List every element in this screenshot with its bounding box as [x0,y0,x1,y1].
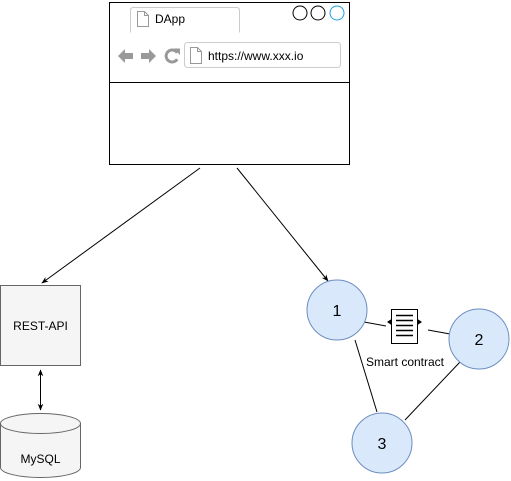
arrow-browser-to-rest-api [41,167,201,284]
arrow-browser-to-node-1 [236,167,329,282]
browser-window: DApp https://www.xxx.io [109,2,350,165]
node-1-label: 1 [333,303,342,320]
node-2-circle [448,308,510,370]
node-3-circle [351,412,413,474]
database-cylinder-top [0,413,81,434]
edge-node-1-node-2 [427,329,451,335]
back-arrow-icon[interactable] [118,49,133,63]
address-bar[interactable] [184,42,341,68]
mysql-label: MySQL [20,452,60,466]
forward-arrow-icon[interactable] [141,49,156,63]
edge-node-2-node-3 [404,361,461,421]
page-icon [190,47,202,64]
smart-contract-label: Smart contract [366,355,445,369]
node-1[interactable]: 1 [306,279,368,341]
page-icon [137,11,149,27]
edge-node-1-node-2 [363,321,387,327]
smart-contract-icon [387,309,422,344]
node-1-circle [306,279,368,341]
edge-node-1-node-3 [354,339,378,413]
reload-icon[interactable] [164,48,180,64]
address-bar-url: https://www.xxx.io [208,49,304,63]
node-3[interactable]: 3 [351,412,413,474]
browser-tab-title: DApp [155,12,185,26]
window-control-circle[interactable] [292,5,308,21]
browser-tab[interactable] [130,7,240,33]
rest-api-label: REST-API [13,319,68,333]
window-control-circle[interactable] [310,5,326,21]
mysql-database[interactable]: MySQL [0,413,81,478]
node-2-label: 2 [475,332,484,349]
node-3-label: 3 [378,436,387,453]
node-2[interactable]: 2 [448,308,510,370]
window-control-circle[interactable] [329,5,345,21]
database-cylinder [0,423,81,478]
rest-api-box[interactable]: REST-API [0,285,81,366]
rest-api-rect [0,285,81,366]
